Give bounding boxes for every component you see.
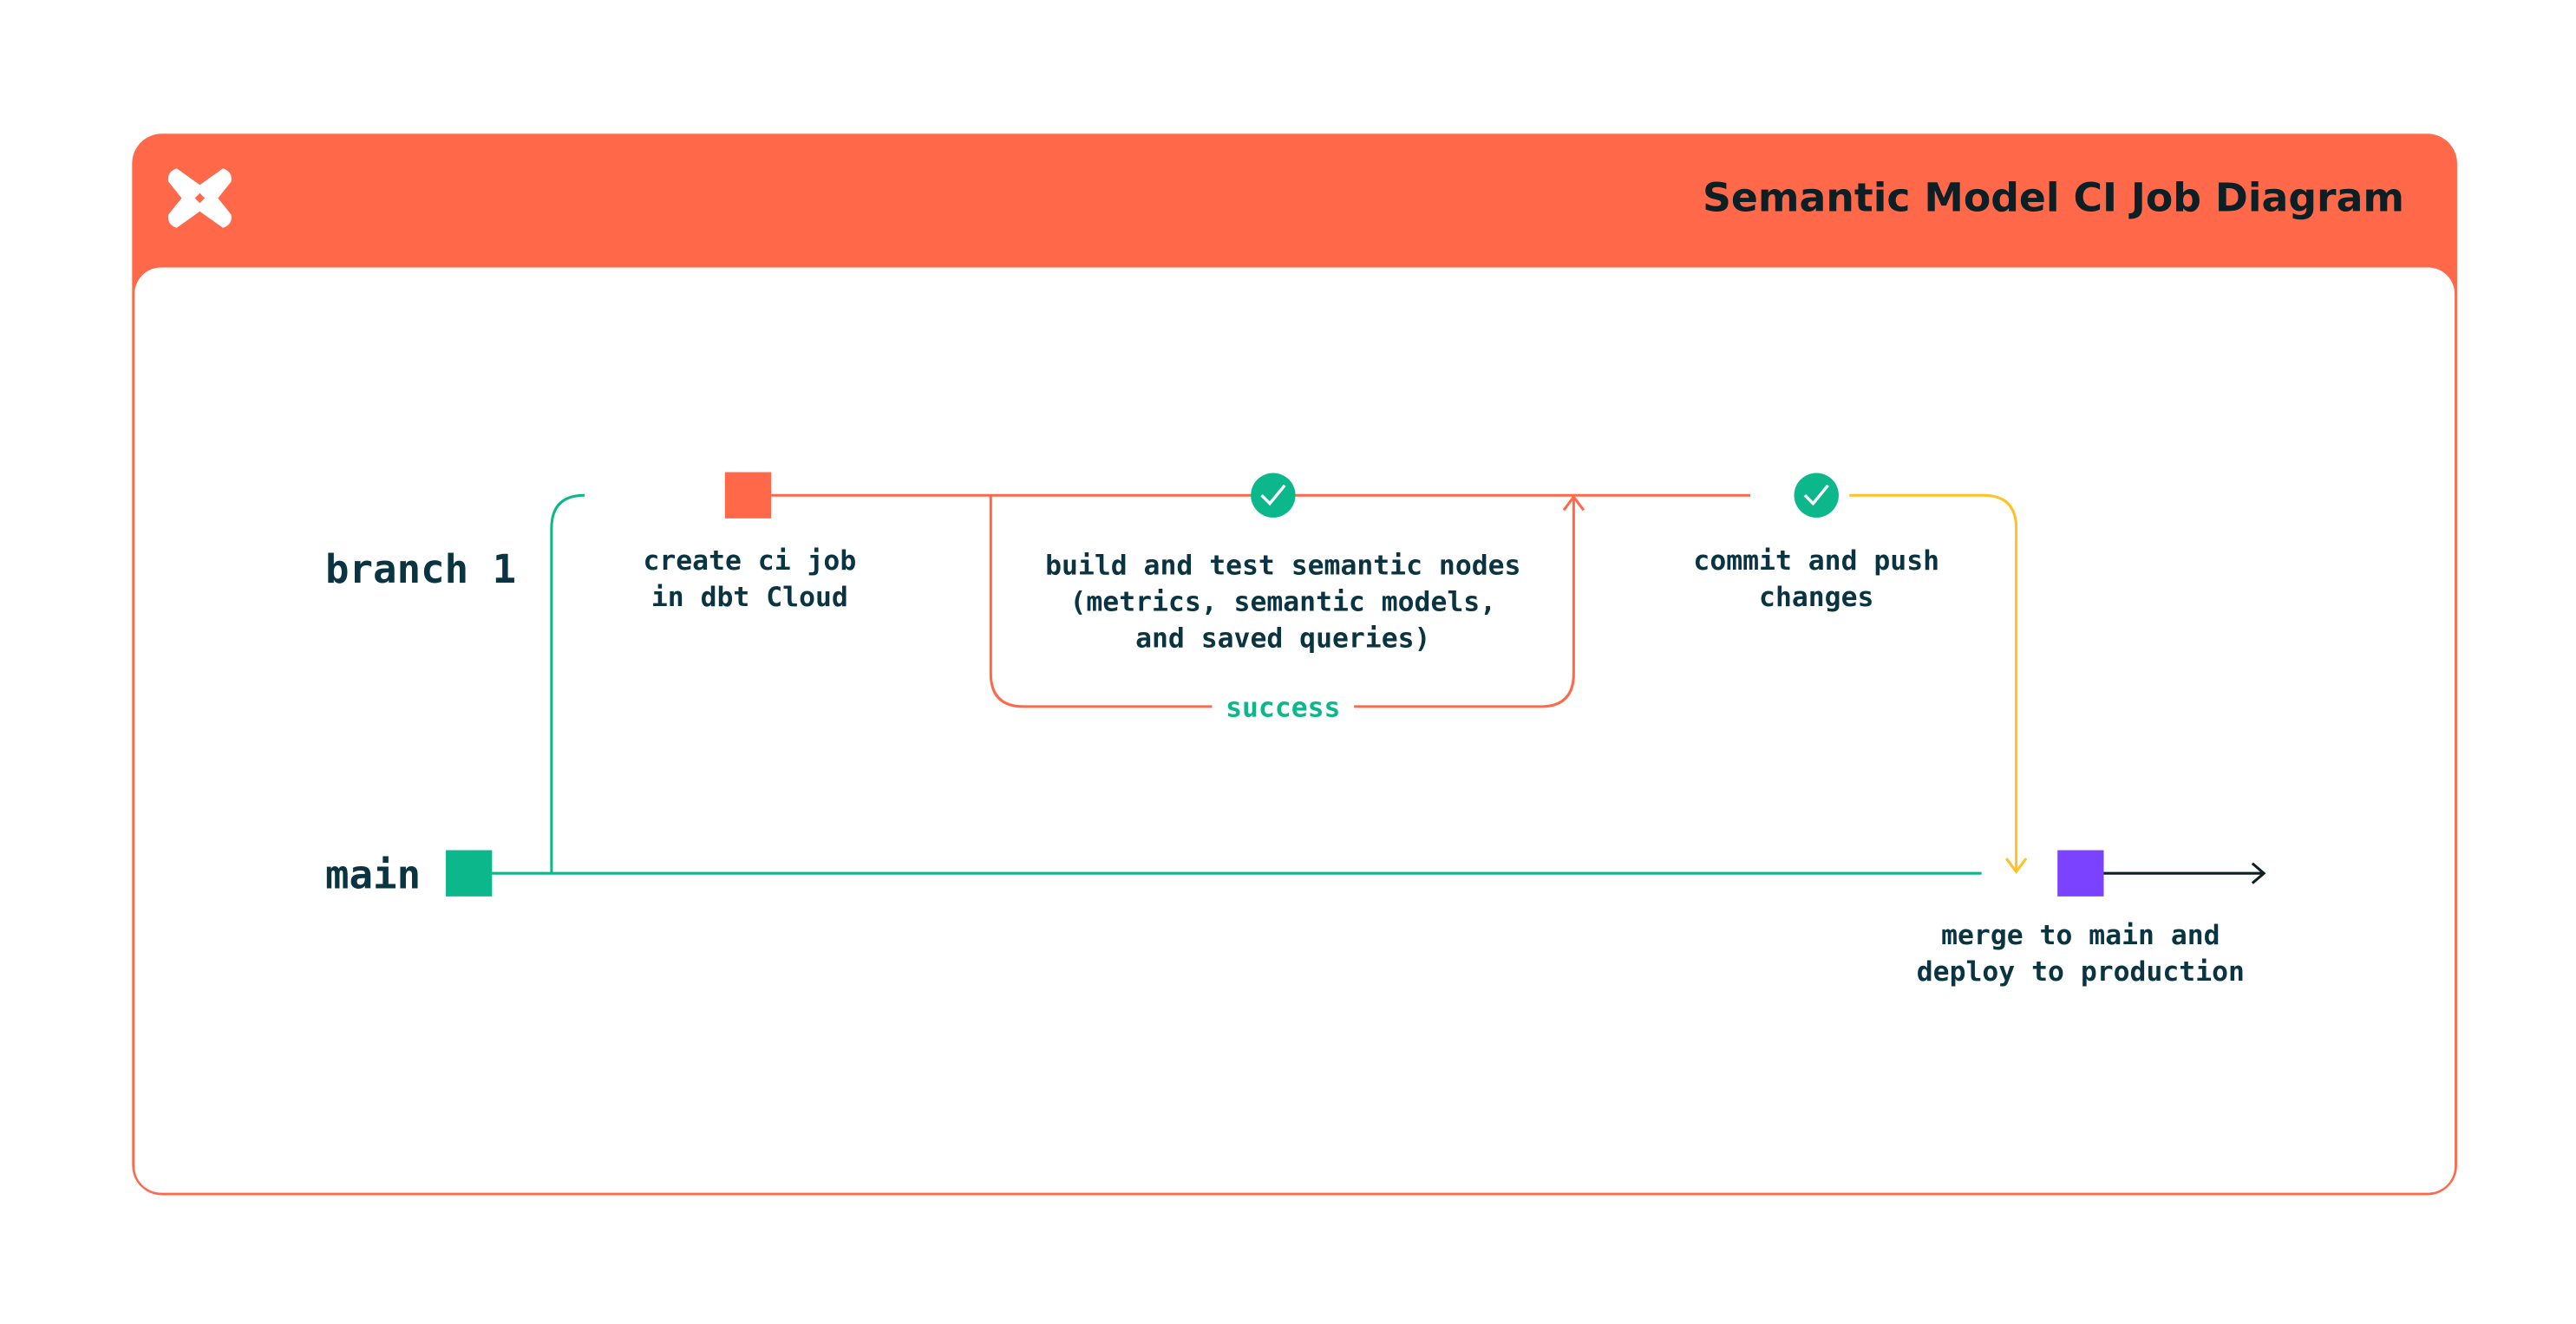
card <box>132 134 2457 1196</box>
success-loop <box>989 495 1575 708</box>
build-label: (metrics, semantic models, <box>1069 586 1496 617</box>
commit-label: commit and push <box>1693 545 1939 577</box>
main-node <box>446 850 493 897</box>
merge-line <box>1849 493 2018 872</box>
create-ci-node <box>724 472 772 519</box>
build-label: and saved queries) <box>1135 623 1430 654</box>
commit-label: changes <box>1759 582 1873 613</box>
create-ci-label: create ci job <box>643 545 856 577</box>
create-ci-label: in dbt Cloud <box>651 582 848 613</box>
page-title: Semantic Model CI Job Diagram <box>1703 175 2404 221</box>
success-label: success <box>1226 692 1340 723</box>
check-icon <box>1251 473 1296 518</box>
deploy-arrow-icon <box>2251 862 2266 884</box>
dbt-logo-icon <box>167 168 232 228</box>
branch-label: branch 1 <box>325 546 516 592</box>
merge-arrow-icon <box>2004 858 2028 874</box>
check-icon <box>1794 473 1839 518</box>
branch-out-line <box>550 493 585 874</box>
loop-arrow-icon <box>1562 494 1585 512</box>
merge-label: deploy to production <box>1917 956 2245 988</box>
main-label: main <box>325 851 421 897</box>
build-label: build and test semantic nodes <box>1045 551 1520 582</box>
merge-label: merge to main and <box>1941 920 2220 951</box>
merge-node <box>2057 850 2104 897</box>
